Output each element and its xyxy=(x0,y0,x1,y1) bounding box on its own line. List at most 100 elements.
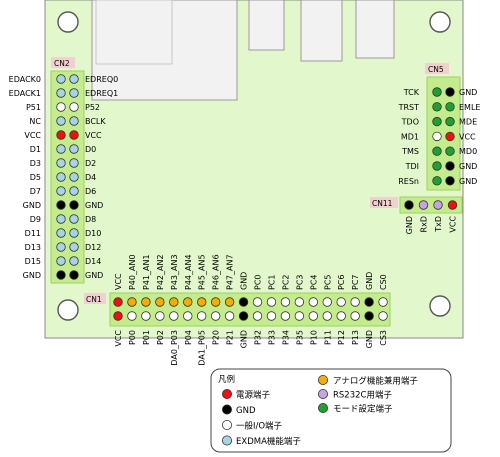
legend-label: モード設定端子 xyxy=(333,404,393,415)
legend-box xyxy=(210,368,452,453)
cn2-pin-left xyxy=(56,214,66,224)
cn2-left-label: EDACK1 xyxy=(9,89,41,98)
cn2-right-label: GND xyxy=(85,271,103,280)
cn5-pin-left xyxy=(432,176,442,186)
cn2-pin-left xyxy=(56,88,66,98)
cn1-pin-bottom xyxy=(378,311,388,321)
mounting-hole-bottom-right xyxy=(429,295,451,317)
legend-swatch xyxy=(317,388,328,399)
cn1-pin-bottom xyxy=(169,311,179,321)
cn2-name: CN2 xyxy=(54,59,70,68)
cn2-pin-right xyxy=(69,158,79,168)
cn2-right-label: D14 xyxy=(85,257,101,266)
cn2-pin-right xyxy=(69,144,79,154)
cn5-right-label: MD0 xyxy=(459,147,477,156)
cn1-header xyxy=(109,292,391,327)
cn2-left-label: D13 xyxy=(25,243,41,252)
cn1-bottom-label: DA1_P05 xyxy=(198,330,207,366)
cn5-pin-left xyxy=(432,146,442,156)
cn1-bottom-label: P34 xyxy=(281,330,290,345)
cn5-left-label: RESn xyxy=(398,177,419,186)
chip-main xyxy=(91,0,238,101)
cn1-bottom-label: DA0_P03 xyxy=(170,330,179,366)
cn1-bottom-label: P00 xyxy=(128,330,137,345)
cn1-pin-top xyxy=(308,297,319,307)
cn2-left-label: D3 xyxy=(30,159,41,168)
cn11-tag xyxy=(370,197,398,208)
cn1-bottom-label: P21 xyxy=(226,330,235,345)
cn1-pin-top xyxy=(169,297,179,307)
cn2-pin-left xyxy=(56,102,66,112)
cn2-left-label: D5 xyxy=(30,173,41,182)
cn1-top-label: PC7 xyxy=(351,275,360,291)
cn1-top-label: PC3 xyxy=(295,275,304,291)
cn1-pin-top xyxy=(113,297,123,307)
cn2-header xyxy=(50,70,85,284)
cn1-pin-top xyxy=(127,297,137,307)
cn1-top-label: P46_AN6 xyxy=(212,254,221,290)
cn2-pin-right xyxy=(69,88,79,98)
cn2-right-label: D12 xyxy=(85,243,101,252)
legend-swatch xyxy=(221,435,232,446)
cn1-top-label: P44_AN4 xyxy=(184,254,193,290)
cn2-right-label: D0 xyxy=(85,145,96,154)
cn1-top-label: PC1 xyxy=(267,275,276,291)
cn2-pin-left xyxy=(56,130,66,140)
cn1-pin-bottom xyxy=(252,311,263,321)
cn1-top-label: P47_AN7 xyxy=(226,254,235,290)
cn1-pin-top xyxy=(196,297,207,307)
cn5-left-label: TDI xyxy=(405,162,419,171)
cn5-left-label: TRST xyxy=(398,103,420,112)
cn2-tag xyxy=(51,57,75,68)
cn1-name: CN1 xyxy=(86,295,102,304)
chip-small-2 xyxy=(300,0,343,62)
cn1-pin-bottom xyxy=(196,311,207,321)
cn1-bottom-label: P04 xyxy=(184,330,193,345)
cn1-pin-top xyxy=(238,297,249,307)
cn1-top-label: P43_AN3 xyxy=(170,254,179,290)
cn1-top-label: PC2 xyxy=(281,275,290,291)
cn1-top-label: P42_AN2 xyxy=(156,254,165,290)
cn1-pin-bottom xyxy=(183,311,193,321)
cn1-pin-top xyxy=(141,297,151,307)
cn1-pin-bottom xyxy=(280,311,291,321)
cn1-bottom-label: P10 xyxy=(309,330,318,345)
cn5-pin-left xyxy=(432,87,442,97)
cn1-top-label: PC0 xyxy=(254,275,263,291)
cn1-pin-bottom xyxy=(210,311,221,321)
cn1-bottom-label: P02 xyxy=(156,330,165,345)
cn1-pin-bottom xyxy=(350,311,360,321)
cn5-right-label: GND xyxy=(459,177,477,186)
cn11-label: RxD xyxy=(420,216,429,232)
cn2-right-label: D6 xyxy=(85,187,96,196)
legend-swatch xyxy=(221,404,232,415)
mounting-hole-top-left xyxy=(57,11,79,33)
cn1-pin-bottom xyxy=(294,311,305,321)
cn1-pin-top xyxy=(322,297,332,307)
cn5-pin-right xyxy=(445,146,455,156)
cn1-top-label: GND xyxy=(240,272,249,290)
cn1-pin-top xyxy=(378,297,388,307)
cn2-left-label: D7 xyxy=(30,187,41,196)
cn5-tag xyxy=(425,63,449,74)
cn2-pin-left xyxy=(56,270,66,280)
cn5-pin-right xyxy=(445,102,455,112)
legend-label: 電源端子 xyxy=(236,390,271,401)
cn5-pin-right xyxy=(445,87,455,97)
cn2-left-label: GND xyxy=(23,271,41,280)
connector-cn1: CN1 VCCVCCP40_AN0P00P41_AN1P01P42_AN2P02… xyxy=(84,254,391,366)
cn2-left-label: D1 xyxy=(30,145,41,154)
cn2-pin-left xyxy=(56,200,66,210)
cn2-pin-right xyxy=(69,242,79,252)
cn2-pin-left xyxy=(56,228,66,238)
cn1-pin-bottom xyxy=(308,311,319,321)
cn5-right-label: GND xyxy=(459,88,477,97)
cn1-bottom-label: P32 xyxy=(254,330,263,345)
cn1-top-label: CS0 xyxy=(379,274,388,290)
cn5-pin-right xyxy=(445,116,455,127)
cn5-pin-left xyxy=(432,102,442,112)
cn11-pin xyxy=(433,200,443,210)
cn2-right-label: D4 xyxy=(85,173,96,182)
legend-swatch xyxy=(221,419,232,430)
